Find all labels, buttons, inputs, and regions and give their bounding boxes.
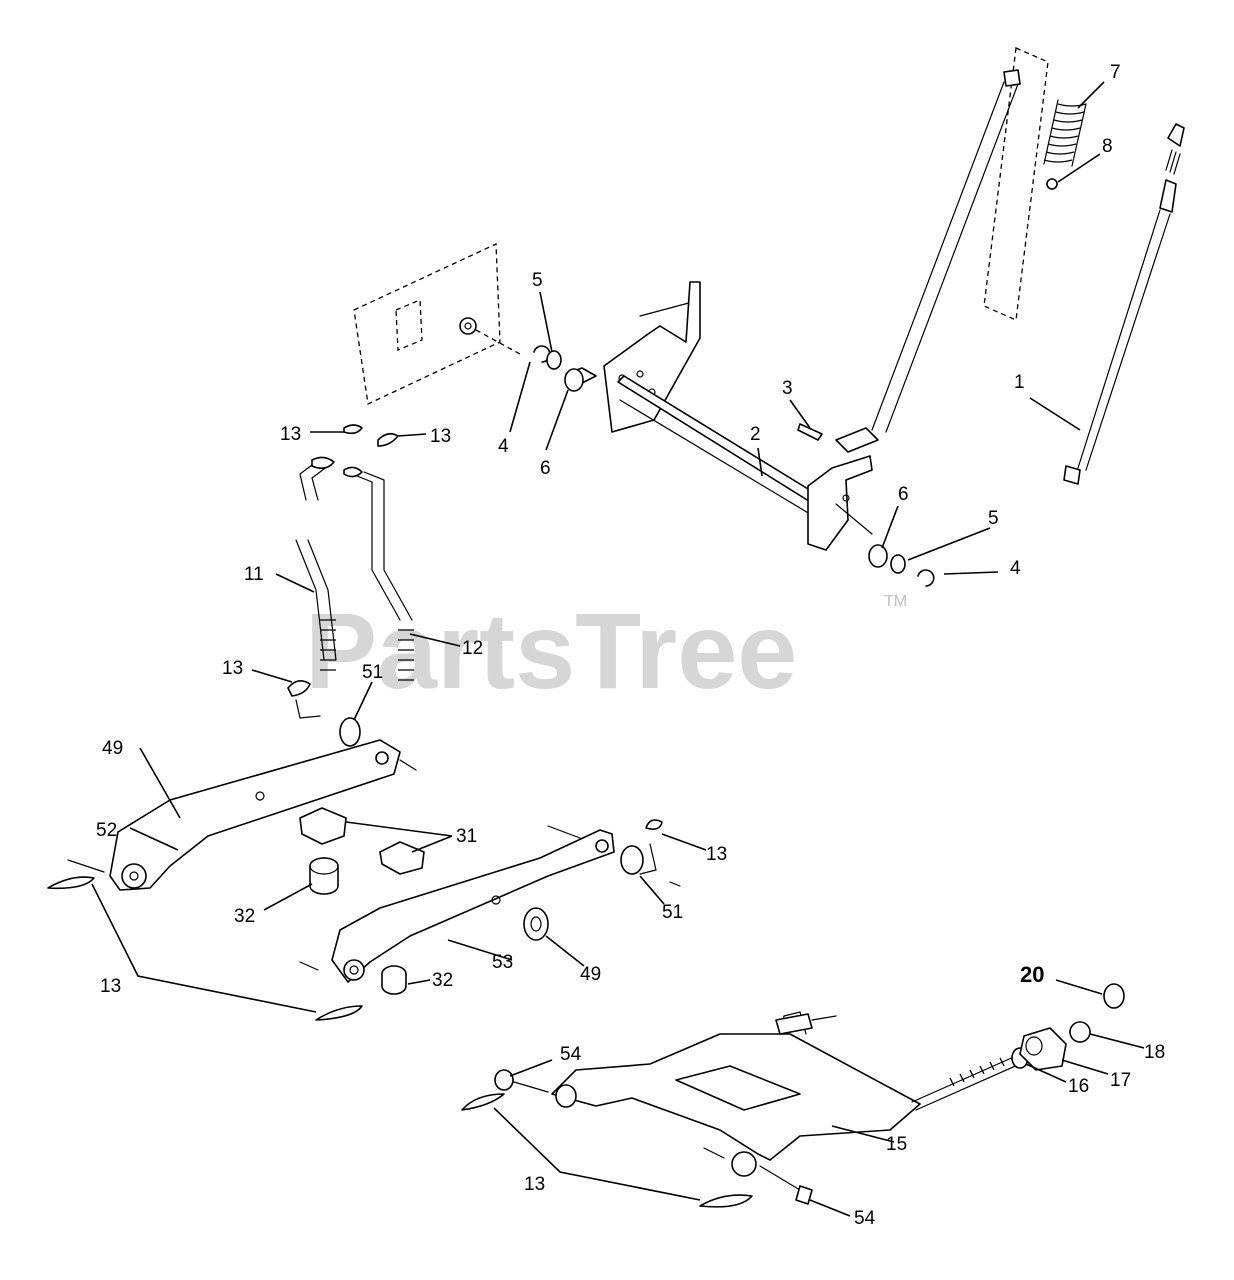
part-lift-arm-left: [109, 739, 417, 891]
callout-53: 53: [492, 952, 513, 973]
callout-52: 52: [96, 820, 117, 841]
part-trunnion-17: [1019, 1027, 1067, 1071]
part-pivot-31-lower: [379, 841, 425, 875]
part-hairpin-upper-left: [311, 424, 363, 470]
part-cross-shaft: [617, 375, 827, 521]
part-hairpin-arm-right: [645, 819, 663, 830]
callout-54-lower: 54: [854, 1208, 876, 1229]
part-bushing-49-lower: [523, 907, 549, 941]
callout-5-left: 5: [532, 270, 543, 291]
part-hairpin-deck-upper: [461, 1093, 505, 1111]
callout-31: 31: [456, 826, 477, 847]
part-hairpin-mid: [287, 680, 321, 719]
callout-13-upper-left: 13: [280, 424, 301, 445]
callout-3: 3: [782, 378, 793, 399]
callout-4-right: 4: [1010, 558, 1021, 579]
callout-13-upper-right: 13: [430, 426, 451, 447]
part-washer-51-upper: [339, 717, 361, 747]
part-bushing-right: [868, 544, 888, 568]
watermark-brand: PartsTree: [305, 590, 797, 711]
part-e-clip-right: [917, 569, 935, 587]
part-knob-18: [1069, 1021, 1091, 1043]
part-lift-bracket: [603, 281, 701, 433]
callout-51-upper: 51: [362, 662, 383, 683]
callout-51-lower: 51: [662, 902, 683, 923]
part-handle-bracket: [807, 427, 879, 551]
callout-12: 12: [462, 638, 483, 659]
part-cotter-pin-upper: [797, 423, 823, 441]
callout-20: 20: [1020, 962, 1044, 987]
part-lift-rod: [1063, 123, 1185, 485]
callout-16: 16: [1068, 1076, 1089, 1097]
part-washer-right: [890, 554, 906, 574]
watermark-trademark: TM: [884, 593, 907, 610]
callout-54-upper: 54: [560, 1044, 582, 1065]
part-adjust-rod: [911, 1055, 1021, 1111]
part-hairpin-deck-lower: [699, 1194, 753, 1208]
part-bushing-left: [564, 367, 597, 392]
leader-lines: [91, 81, 1145, 1217]
callout-5-right: 5: [988, 508, 999, 529]
callout-2: 2: [750, 424, 761, 445]
callout-7: 7: [1110, 62, 1121, 83]
callout-13-arm-right: 13: [706, 844, 727, 865]
part-lift-link-right: [351, 471, 414, 681]
part-lift-link-left: [295, 461, 337, 671]
part-spring-pin: [1046, 178, 1058, 190]
part-lift-arm-right: [299, 825, 615, 983]
callout-8: 8: [1102, 136, 1113, 157]
callout-6-right: 6: [898, 484, 909, 505]
callout-49-upper: 49: [102, 738, 123, 759]
part-hairpin-arm-left: [47, 859, 105, 890]
callout-32-lower: 32: [432, 970, 453, 991]
callout-13-mid: 13: [222, 658, 243, 679]
part-pivot-31-upper: [299, 807, 347, 845]
part-washer-left: [546, 350, 562, 370]
callout-32-upper: 32: [234, 906, 255, 927]
part-clevis-pin-upper: [494, 1069, 549, 1093]
part-spacer-32-lower: [381, 965, 407, 995]
part-spring: [1043, 99, 1087, 167]
part-spacer-32-upper: [309, 857, 339, 895]
part-washer-51-lower: [620, 843, 681, 887]
part-e-clip-left: [533, 345, 551, 363]
part-handle-sleeve: [871, 47, 1049, 433]
callout-49-lower: 49: [580, 964, 601, 985]
callout-13-arm-left: 13: [100, 976, 121, 997]
callout-17: 17: [1110, 1070, 1131, 1091]
callout-15: 15: [886, 1134, 907, 1155]
part-deck-hanger: [551, 1011, 921, 1205]
part-hairpin-upper-right: [343, 432, 399, 478]
callout-1: 1: [1014, 372, 1025, 393]
part-frame-plate: [353, 242, 521, 405]
callout-13-deck: 13: [524, 1174, 545, 1195]
callout-4-left: 4: [498, 436, 509, 457]
callout-18: 18: [1144, 1042, 1165, 1063]
part-hairpin-20: [1103, 983, 1125, 1009]
callout-6-left: 6: [540, 458, 551, 479]
part-hairpin-arm-bottom: [315, 1005, 363, 1021]
callout-labels: 1 2 3 4 4 5 5 6 6 7 8 11 12 13 13 13 13 …: [96, 62, 1165, 1229]
callout-11: 11: [244, 564, 264, 585]
